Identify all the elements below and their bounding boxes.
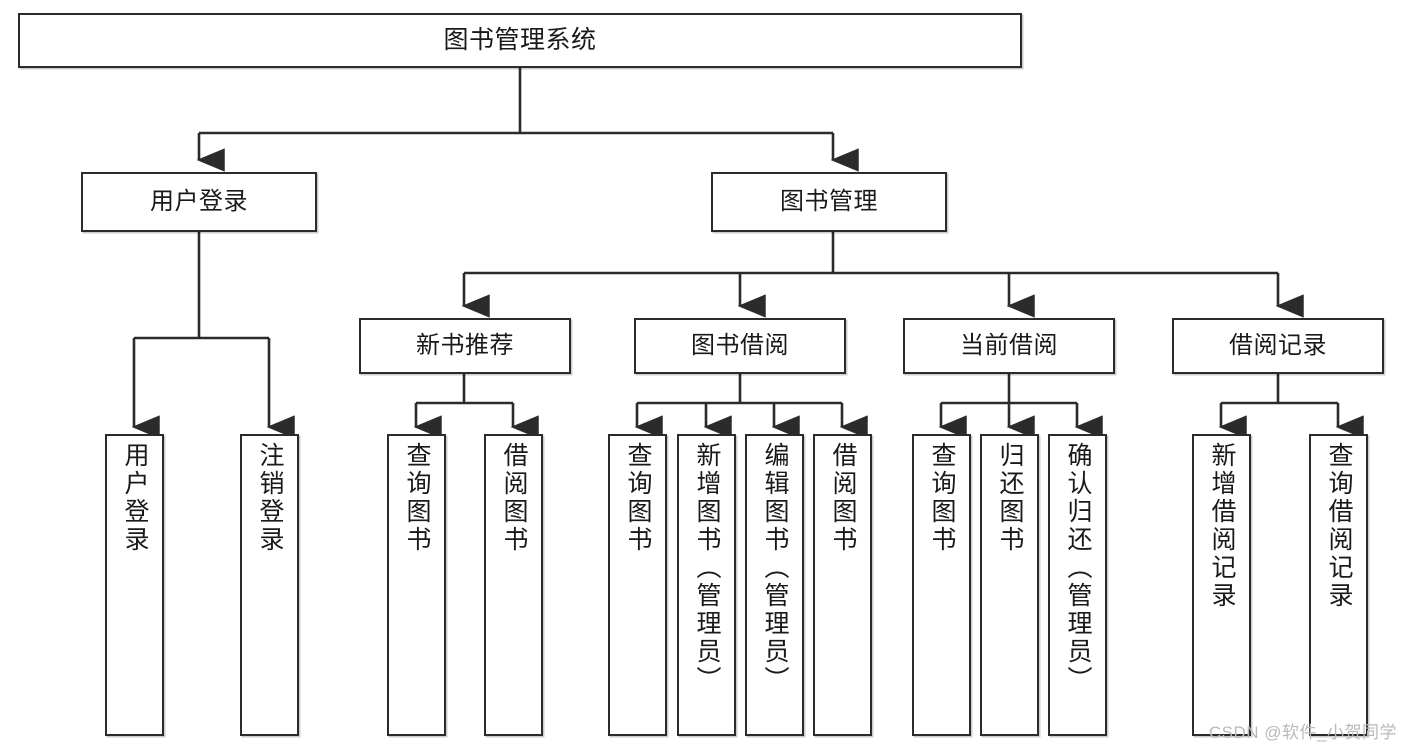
node-leaf-borrow-book-1[interactable]: 借阅图书	[484, 434, 543, 736]
node-label: 借阅图书	[500, 442, 528, 554]
node-borrow-record[interactable]: 借阅记录	[1172, 318, 1384, 374]
node-label: 确认归还（管理员）	[1064, 442, 1092, 694]
node-label: 归还图书	[996, 442, 1024, 554]
node-leaf-borrow-book-2[interactable]: 借阅图书	[813, 434, 872, 736]
node-label: 用户登录	[150, 188, 248, 216]
node-label: 图书借阅	[691, 332, 789, 360]
node-leaf-logout[interactable]: 注销登录	[240, 434, 299, 736]
node-leaf-query-book-2[interactable]: 查询图书	[608, 434, 667, 736]
node-leaf-edit-book[interactable]: 编辑图书（管理员）	[745, 434, 804, 736]
node-label: 借阅记录	[1229, 332, 1327, 360]
node-leaf-add-book[interactable]: 新增图书（管理员）	[677, 434, 736, 736]
node-root-book-management-system[interactable]: 图书管理系统	[18, 13, 1022, 68]
node-book-manage[interactable]: 图书管理	[711, 172, 947, 232]
node-label: 用户登录	[121, 442, 149, 554]
node-label: 查询借阅记录	[1325, 442, 1353, 610]
csdn-watermark: CSDN @软件_小贺同学	[1208, 723, 1397, 742]
node-label: 当前借阅	[960, 332, 1058, 360]
node-book-borrow[interactable]: 图书借阅	[634, 318, 846, 374]
node-leaf-query-book-1[interactable]: 查询图书	[387, 434, 446, 736]
node-leaf-confirm-return[interactable]: 确认归还（管理员）	[1048, 434, 1107, 736]
node-leaf-query-record[interactable]: 查询借阅记录	[1309, 434, 1368, 736]
node-label: 新增图书（管理员）	[693, 442, 721, 694]
node-label: 查询图书	[403, 442, 431, 554]
node-leaf-user-login[interactable]: 用户登录	[105, 434, 164, 736]
node-label: 图书管理	[780, 188, 878, 216]
node-label: 注销登录	[256, 442, 284, 554]
node-leaf-add-record[interactable]: 新增借阅记录	[1192, 434, 1251, 736]
node-label: 新书推荐	[416, 332, 514, 360]
node-new-book-recommend[interactable]: 新书推荐	[359, 318, 571, 374]
node-user-login[interactable]: 用户登录	[81, 172, 317, 232]
node-label: 查询图书	[928, 442, 956, 554]
node-label: 图书管理系统	[443, 26, 597, 54]
node-leaf-query-book-3[interactable]: 查询图书	[912, 434, 971, 736]
node-leaf-return-book[interactable]: 归还图书	[980, 434, 1039, 736]
node-label: 新增借阅记录	[1208, 442, 1236, 610]
node-current-borrow[interactable]: 当前借阅	[903, 318, 1115, 374]
node-label: 编辑图书（管理员）	[761, 442, 789, 694]
node-label: 借阅图书	[829, 442, 857, 554]
node-label: 查询图书	[624, 442, 652, 554]
